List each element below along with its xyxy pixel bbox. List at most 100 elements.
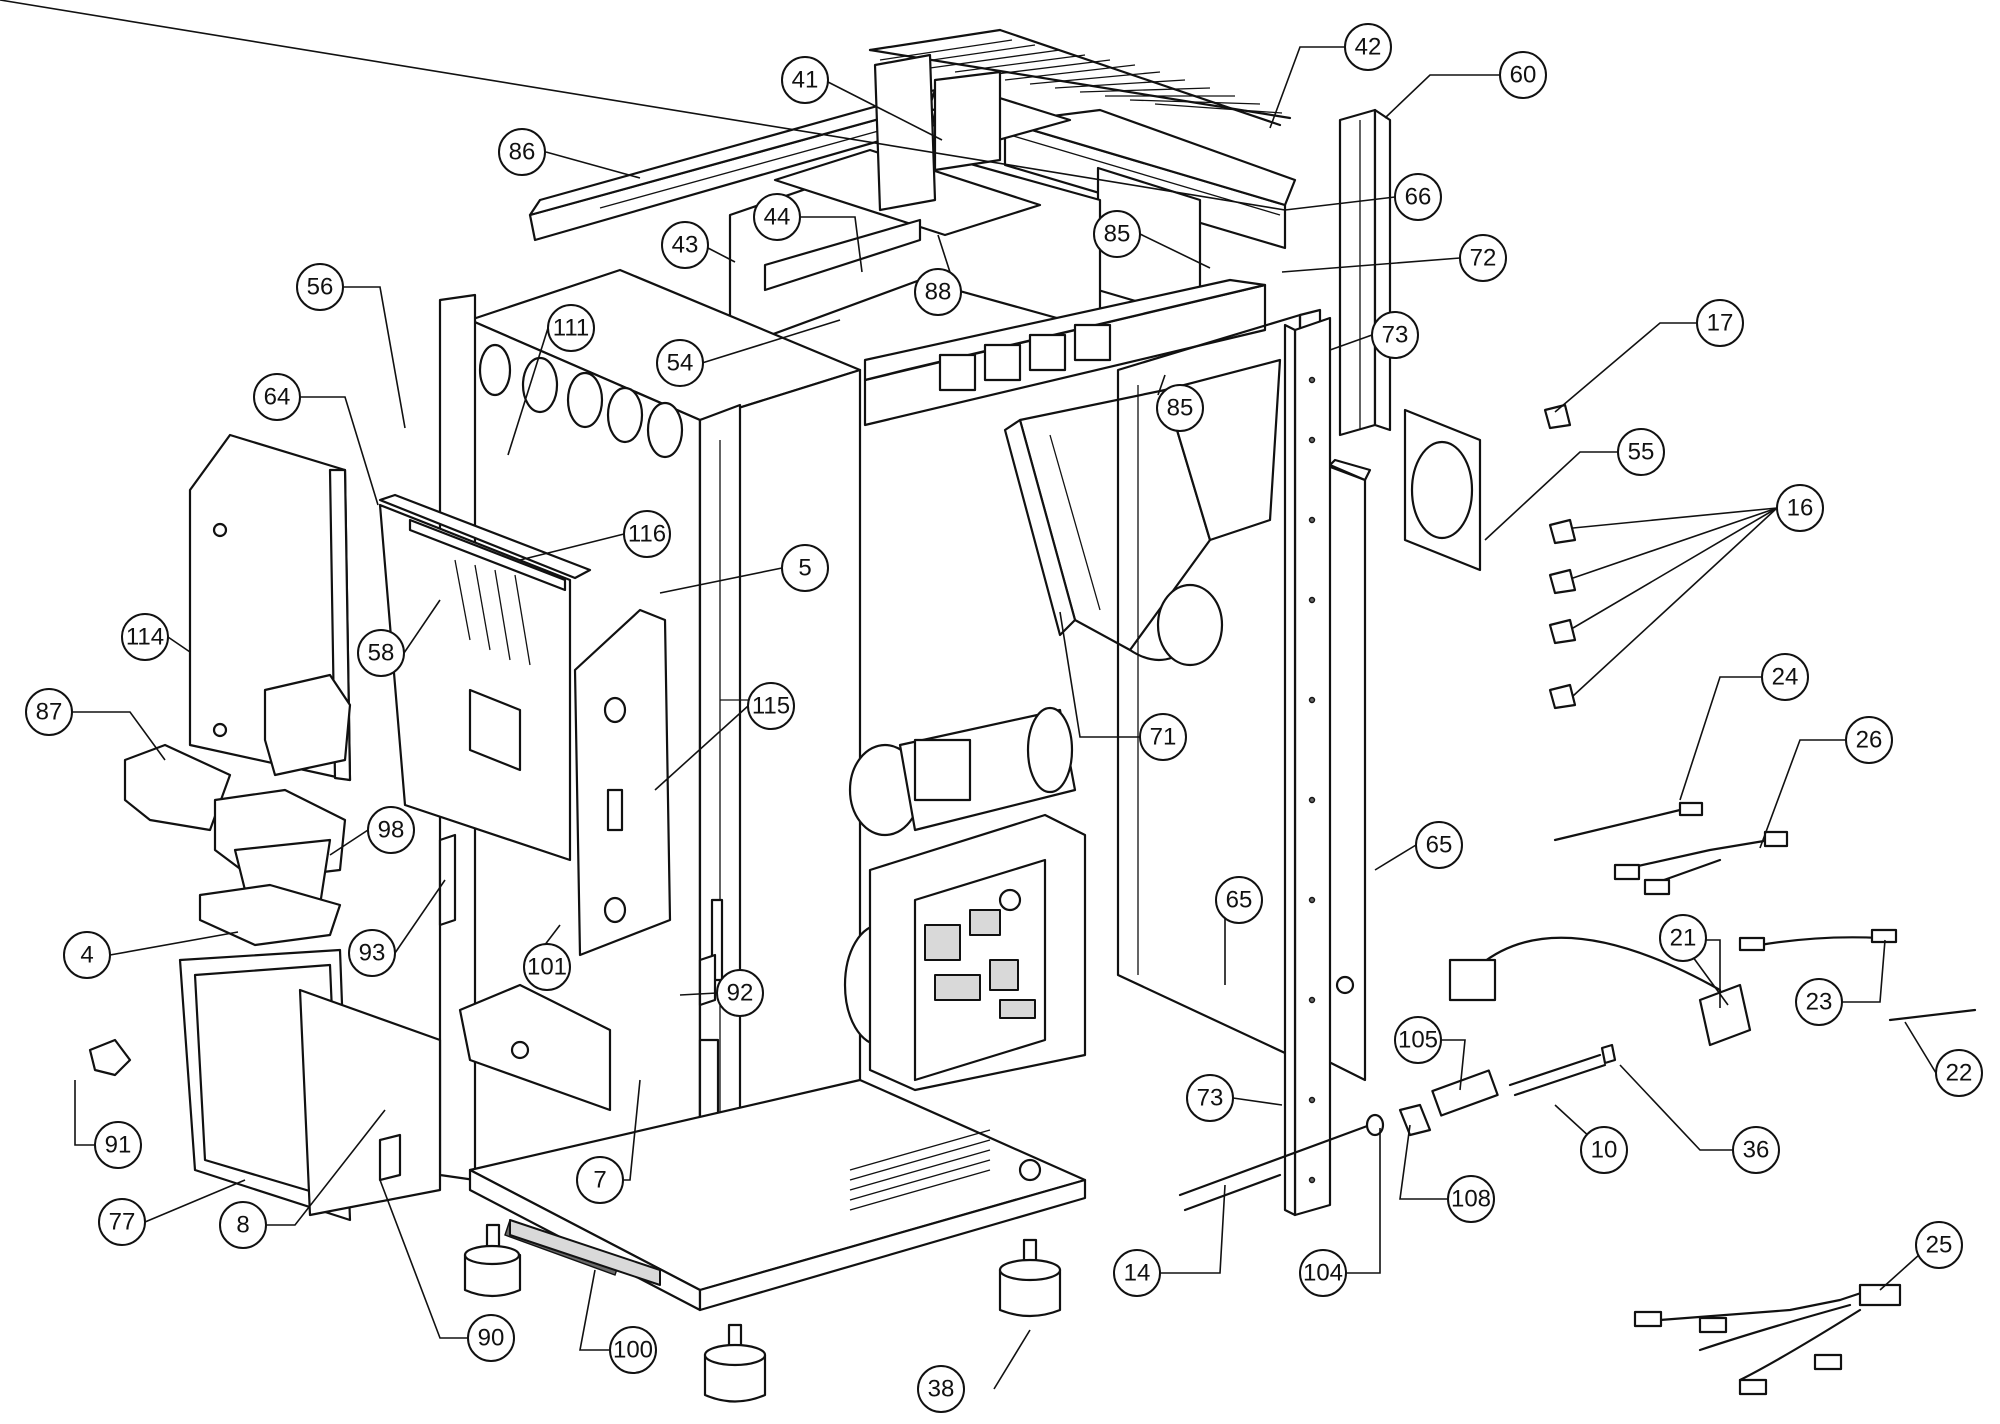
svg-text:104: 104	[1303, 1260, 1343, 1287]
callout-87: 87	[25, 688, 73, 736]
callout-8: 8	[219, 1201, 267, 1249]
svg-text:111: 111	[553, 315, 589, 342]
callout-85-top: 85	[1093, 210, 1141, 258]
svg-text:91: 91	[105, 1132, 132, 1159]
svg-text:114: 114	[126, 624, 164, 651]
svg-text:86: 86	[509, 139, 536, 166]
callout-73-top: 73	[1371, 311, 1419, 359]
top-deflector	[378, 493, 592, 580]
svg-text:4: 4	[80, 942, 93, 969]
svg-text:36: 36	[1743, 1137, 1770, 1164]
fan-gasket	[1403, 408, 1482, 572]
svg-text:77: 77	[109, 1209, 136, 1236]
svg-text:8: 8	[236, 1212, 249, 1239]
svg-text:101: 101	[527, 954, 567, 981]
callout-114: 114	[121, 613, 169, 661]
svg-text:105: 105	[1398, 1027, 1438, 1054]
svg-text:41: 41	[792, 67, 819, 94]
callout-10: 10	[1580, 1126, 1628, 1174]
svg-text:85: 85	[1104, 221, 1131, 248]
callout-16: 16	[1776, 484, 1824, 532]
callout-38: 38	[917, 1365, 965, 1413]
callout-26: 26	[1845, 716, 1893, 764]
front-door	[178, 948, 442, 1222]
callout-66: 66	[1394, 173, 1442, 221]
svg-text:44: 44	[764, 204, 791, 231]
callout-91: 91	[94, 1121, 142, 1169]
callout-73-bottom: 73	[1186, 1074, 1234, 1122]
svg-text:56: 56	[307, 274, 334, 301]
svg-text:116: 116	[628, 521, 666, 548]
callout-42: 42	[1344, 23, 1392, 71]
callout-116: 116	[623, 510, 671, 558]
callout-43: 43	[661, 221, 709, 269]
callout-60: 60	[1499, 51, 1547, 99]
svg-text:71: 71	[1150, 724, 1177, 751]
svg-text:93: 93	[359, 940, 386, 967]
svg-text:72: 72	[1470, 245, 1497, 272]
callout-21: 21	[1659, 914, 1707, 962]
top-wire-grille	[868, 28, 1292, 127]
svg-text:21: 21	[1670, 925, 1697, 952]
svg-text:100: 100	[613, 1337, 653, 1364]
fire-grate-plate	[378, 503, 572, 862]
callout-14: 14	[1113, 1249, 1161, 1297]
small-brackets	[88, 833, 717, 1077]
svg-text:90: 90	[478, 1325, 505, 1352]
callout-41: 41	[781, 56, 829, 104]
svg-text:25: 25	[1926, 1232, 1953, 1259]
svg-text:88: 88	[925, 279, 952, 306]
callout-17: 17	[1696, 299, 1744, 347]
svg-text:73: 73	[1197, 1085, 1224, 1112]
callout-4: 4	[63, 931, 111, 979]
callout-105: 105	[1394, 1016, 1442, 1064]
callout-5: 5	[781, 544, 829, 592]
leveling-feet	[463, 1223, 1062, 1403]
inner-access-panel	[458, 983, 612, 1112]
callout-85-mid: 85	[1156, 384, 1204, 432]
control-board	[868, 813, 1087, 1092]
callout-23: 23	[1795, 978, 1843, 1026]
svg-text:73: 73	[1382, 322, 1409, 349]
rear-vertical-bracket	[1338, 108, 1392, 437]
svg-text:14: 14	[1124, 1260, 1151, 1287]
pellet-hopper	[1003, 358, 1282, 667]
ash-tray-assembly	[123, 673, 352, 947]
svg-text:10: 10	[1591, 1137, 1618, 1164]
callout-24: 24	[1761, 653, 1809, 701]
callout-93: 93	[348, 929, 396, 977]
stove-parts	[88, 28, 1977, 1403]
svg-text:65: 65	[1426, 832, 1453, 859]
svg-text:23: 23	[1806, 989, 1833, 1016]
callout-98: 98	[367, 806, 415, 854]
svg-text:66: 66	[1405, 184, 1432, 211]
svg-text:17: 17	[1707, 310, 1734, 337]
callout-86: 86	[498, 128, 546, 176]
svg-text:7: 7	[593, 1167, 606, 1194]
svg-text:26: 26	[1856, 727, 1883, 754]
callout-108: 108	[1447, 1175, 1495, 1223]
callout-71: 71	[1139, 713, 1187, 761]
svg-text:98: 98	[378, 817, 405, 844]
right-upright	[1283, 316, 1332, 1217]
wiring	[1448, 403, 1977, 1396]
callout-88: 88	[914, 268, 962, 316]
callout-104: 104	[1299, 1249, 1347, 1297]
svg-text:16: 16	[1787, 495, 1814, 522]
top-cross-beam	[863, 278, 1267, 427]
callout-65-right: 65	[1415, 821, 1463, 869]
svg-text:64: 64	[264, 384, 291, 411]
svg-text:38: 38	[928, 1376, 955, 1403]
svg-text:60: 60	[1510, 62, 1537, 89]
svg-text:115: 115	[752, 693, 790, 720]
svg-text:55: 55	[1628, 439, 1655, 466]
callout-55: 55	[1617, 428, 1665, 476]
svg-text:24: 24	[1772, 664, 1799, 691]
callout-64: 64	[253, 373, 301, 421]
svg-text:65: 65	[1226, 887, 1253, 914]
svg-text:22: 22	[1946, 1060, 1973, 1087]
callout-115: 115	[747, 682, 795, 730]
svg-text:5: 5	[798, 555, 811, 582]
callout-72: 72	[1459, 234, 1507, 282]
